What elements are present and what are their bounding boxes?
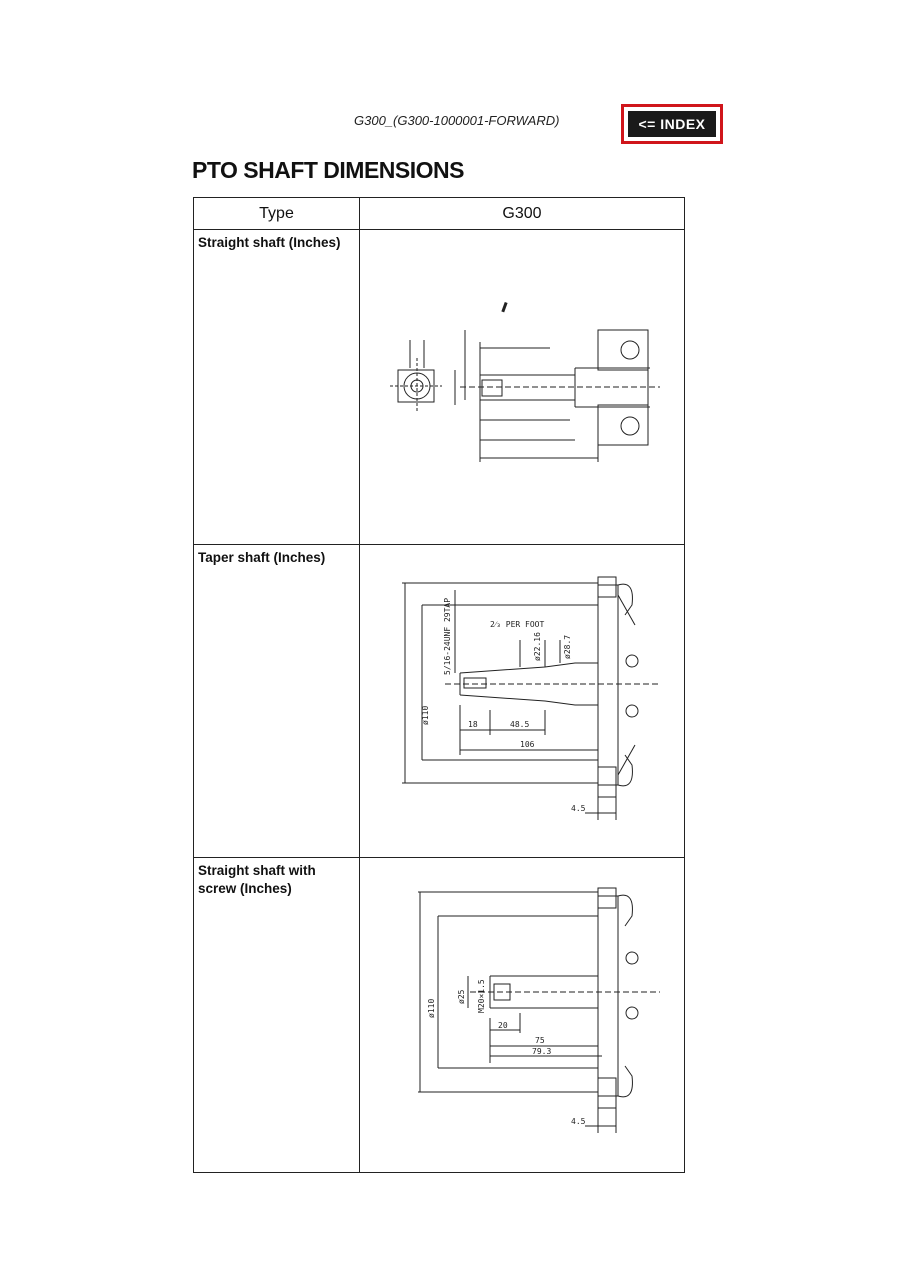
screw-label: 75: [535, 1036, 545, 1045]
type-label: Straight shaft with screw (Inches): [198, 863, 316, 896]
index-button[interactable]: <= INDEX: [621, 104, 723, 144]
header-type: Type: [193, 197, 360, 230]
drawing-straight-shaft: [359, 229, 685, 545]
taper-label: ø110: [421, 706, 430, 725]
type-cell: Taper shaft (Inches): [193, 544, 360, 858]
screw-label: ø110: [427, 999, 436, 1018]
screw-label: 4.5: [571, 1117, 586, 1126]
screw-label: ø25: [457, 989, 466, 1004]
header-model: G300: [359, 197, 685, 230]
table-header-row: Type G300: [193, 197, 685, 230]
taper-label: 5/16-24UNF 29TAP: [443, 598, 452, 675]
model-header: G300_(G300-1000001-FORWARD): [354, 113, 560, 128]
type-cell: Straight shaft with screw (Inches): [193, 857, 360, 1173]
page-title: PTO SHAFT DIMENSIONS: [192, 157, 465, 183]
taper-label: ø22.16: [533, 632, 542, 661]
table-row: Straight shaft with screw (Inches): [193, 857, 685, 1173]
taper-label: 48.5: [510, 720, 529, 729]
type-cell: Straight shaft (Inches): [193, 229, 360, 545]
taper-shaft-drawing: 2⁄₃ PER FOOT 5/16-24UNF 29TAP ø110 ø22.1…: [402, 576, 660, 820]
screw-label: M20×1.5: [477, 979, 486, 1013]
screw-shaft-drawing: ø25 M20×1.5 ø110 20 75 79.3 4.5: [418, 887, 660, 1133]
taper-label: 2⁄₃ PER FOOT: [490, 620, 545, 629]
type-label: Straight shaft (Inches): [198, 235, 341, 250]
taper-label: ø28.7: [563, 635, 572, 659]
straight-shaft-drawing: [390, 301, 660, 462]
taper-label: 106: [520, 740, 535, 749]
drawing-taper-shaft: 2⁄₃ PER FOOT 5/16-24UNF 29TAP ø110 ø22.1…: [359, 544, 685, 858]
index-button-label: <= INDEX: [628, 111, 716, 137]
type-label: Taper shaft (Inches): [198, 550, 326, 565]
taper-label: 18: [468, 720, 478, 729]
table-row: Straight shaft (Inches): [193, 229, 685, 545]
drawing-screw-shaft: ø25 M20×1.5 ø110 20 75 79.3 4.5: [359, 857, 685, 1173]
taper-label: 4.5: [571, 804, 586, 813]
dimensions-table: Type G300 Straight shaft (Inches): [193, 197, 685, 1173]
screw-label: 79.3: [532, 1047, 551, 1056]
screw-label: 20: [498, 1021, 508, 1030]
table-row: Taper shaft (Inches): [193, 544, 685, 858]
